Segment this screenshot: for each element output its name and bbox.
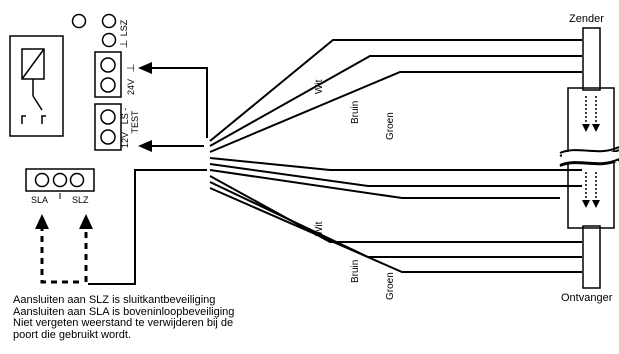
zender-label: Zender (569, 13, 604, 25)
dashed-arrow-head-sla (35, 214, 49, 229)
arrow-head-24v (138, 62, 152, 74)
12v-label: 12V (120, 132, 130, 148)
wire-label-groen-top: Groen (385, 112, 396, 140)
lsz-terminals (71, 13, 117, 48)
test-label: TEST (130, 110, 140, 134)
zender-unit (582, 27, 601, 91)
ground-top-label: ⊥ (119, 40, 130, 49)
note-line: Aansluiten aan SLA is boveninloopbeveili… (13, 305, 235, 318)
instructions-note: Aansluiten aan SLZ is sluitkantbeveiligi… (13, 294, 353, 341)
sla-label: SLA (31, 195, 48, 205)
wire-label-bruin-top: Bruin (350, 101, 361, 124)
light-beams (585, 96, 597, 200)
common-wire (88, 169, 207, 285)
arrows-in (150, 67, 208, 147)
lsz-label: LSZ (119, 19, 129, 36)
ground-mid-label: ⊥ (126, 64, 137, 73)
arrow-head-12v (138, 140, 152, 152)
ontvanger-unit (582, 225, 601, 289)
wire-label-wit-top: Wit (314, 79, 325, 94)
wire-label-wit-bottom: Wit (314, 221, 325, 236)
note-line: poort die gebruikt wordt. (13, 328, 132, 341)
note-line: Aansluiten aan SLZ is sluitkantbeveiligi… (13, 294, 216, 306)
cable-bundle-bottom (209, 175, 582, 273)
cable-bundle-top (209, 39, 582, 199)
relay-symbol (9, 35, 64, 137)
24v-label: 24V (126, 79, 136, 95)
slz-label: SLZ (72, 195, 89, 205)
sla-slz-terminals (25, 168, 95, 192)
dashed-selection-arrows (40, 228, 88, 284)
wire-label-groen-bottom: Groen (385, 272, 396, 300)
connector-24v (94, 51, 122, 98)
ls-label: LS - (120, 108, 130, 125)
note-line: Niet vergeten weerstand te verwijderen b… (13, 317, 234, 330)
ontvanger-label: Ontvanger (561, 292, 613, 304)
wire-label-bruin-bottom: Bruin (350, 260, 361, 283)
connector-12v (94, 103, 122, 151)
dashed-arrow-head-slz (79, 214, 93, 229)
